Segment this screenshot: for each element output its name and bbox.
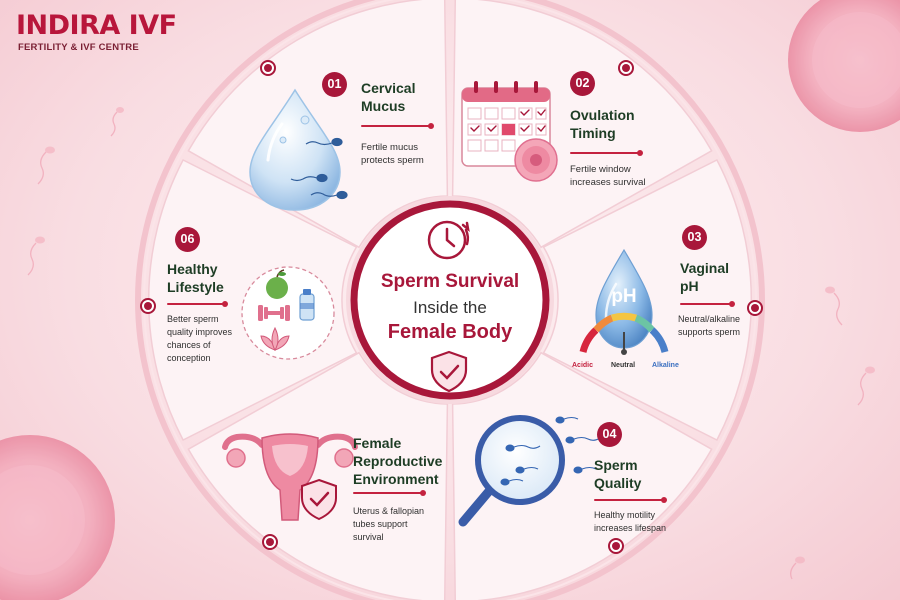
factor-number-badge: 06 [175, 227, 200, 252]
factor-divider [594, 497, 667, 503]
lifestyle-icon-group [241, 266, 335, 360]
factor-number-badge: 04 [597, 422, 622, 447]
shield-check-icon [301, 478, 337, 521]
ph-icon-label: pH [611, 286, 637, 307]
ph-alkaline-label: Alkaline [652, 362, 679, 369]
brand-logo: INDIRA IVF [16, 10, 177, 41]
factor-number-badge: 03 [682, 225, 707, 250]
clock-icon [427, 220, 470, 260]
center-circle [350, 200, 550, 400]
factor-divider [353, 490, 426, 496]
ph-gauge [579, 312, 669, 355]
outer-ring [135, 0, 765, 600]
rim-dots [140, 60, 763, 554]
brand-tagline: FERTILITY & IVF CENTRE [18, 42, 139, 53]
factor-divider [167, 301, 228, 307]
calendar-icon [461, 81, 558, 182]
magnifier-icon [458, 415, 601, 527]
shield-check-icon [430, 350, 468, 393]
factor-divider [680, 301, 735, 307]
center-title-line2: Inside the [413, 298, 487, 317]
factor-number-badge: 02 [570, 71, 595, 96]
factor-divider [570, 150, 643, 156]
center-title-line3: Female Body [387, 321, 513, 343]
ph-neutral-label: Neutral [611, 362, 636, 369]
factor-number-badge: 01 [322, 72, 347, 97]
factor-divider [361, 123, 434, 129]
center-title-line1: Sperm Survival [380, 271, 520, 292]
ph-acidic-label: Acidic [572, 362, 594, 369]
uterus-icon [222, 433, 358, 521]
sperm-decoration [27, 107, 875, 580]
water-drop-icon [249, 88, 348, 211]
